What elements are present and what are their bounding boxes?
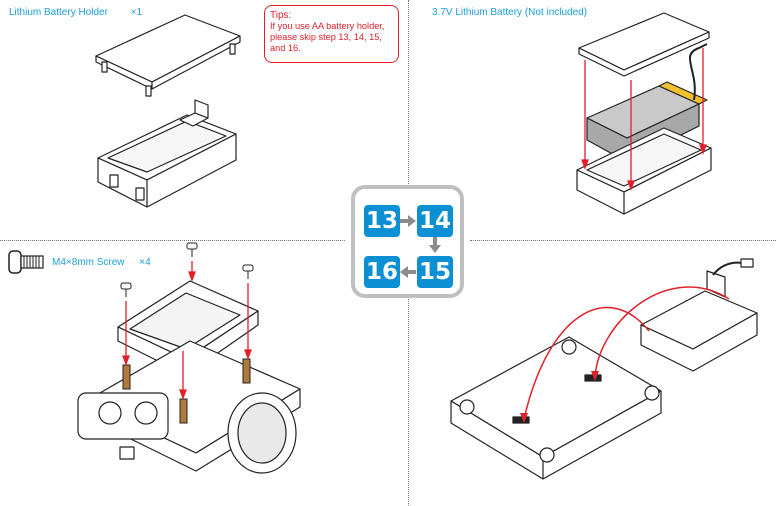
step-13-badge: 13 — [364, 205, 400, 237]
battery-mount-illustration — [450, 258, 758, 480]
step-16-badge: 16 — [364, 256, 400, 288]
battery-holder-illustration — [95, 14, 241, 208]
screw-label: M4×8mm Screw — [52, 257, 125, 268]
lithium-battery-caption: 3.7V Lithium Battery (Not included) — [432, 7, 588, 18]
battery-holder-qty: ×1 — [130, 7, 143, 18]
screw-icon — [8, 250, 44, 274]
horizontal-divider-left — [0, 240, 345, 241]
tips-box: Tips: If you use AA battery holder, plea… — [264, 5, 399, 63]
step-sequence-panel: 13 14 15 16 — [351, 185, 464, 298]
screw-qty: ×4 — [139, 257, 151, 268]
battery-insert-illustration — [576, 12, 712, 215]
horizontal-divider-right — [470, 240, 776, 241]
arrow-icon — [400, 215, 441, 278]
battery-holder-caption: Lithium Battery Holder ×1 — [9, 7, 142, 18]
step-arrows — [400, 215, 441, 278]
step-14-badge: 14 — [417, 205, 453, 237]
tips-title: Tips: — [270, 10, 292, 21]
step-15-badge: 15 — [417, 256, 453, 288]
screw-caption: M4×8mm Screw ×4 — [52, 257, 151, 268]
tips-body: If you use AA battery holder, please ski… — [270, 21, 385, 53]
battery-holder-label: Lithium Battery Holder — [9, 7, 108, 18]
robot-screw-illustration — [77, 242, 301, 474]
